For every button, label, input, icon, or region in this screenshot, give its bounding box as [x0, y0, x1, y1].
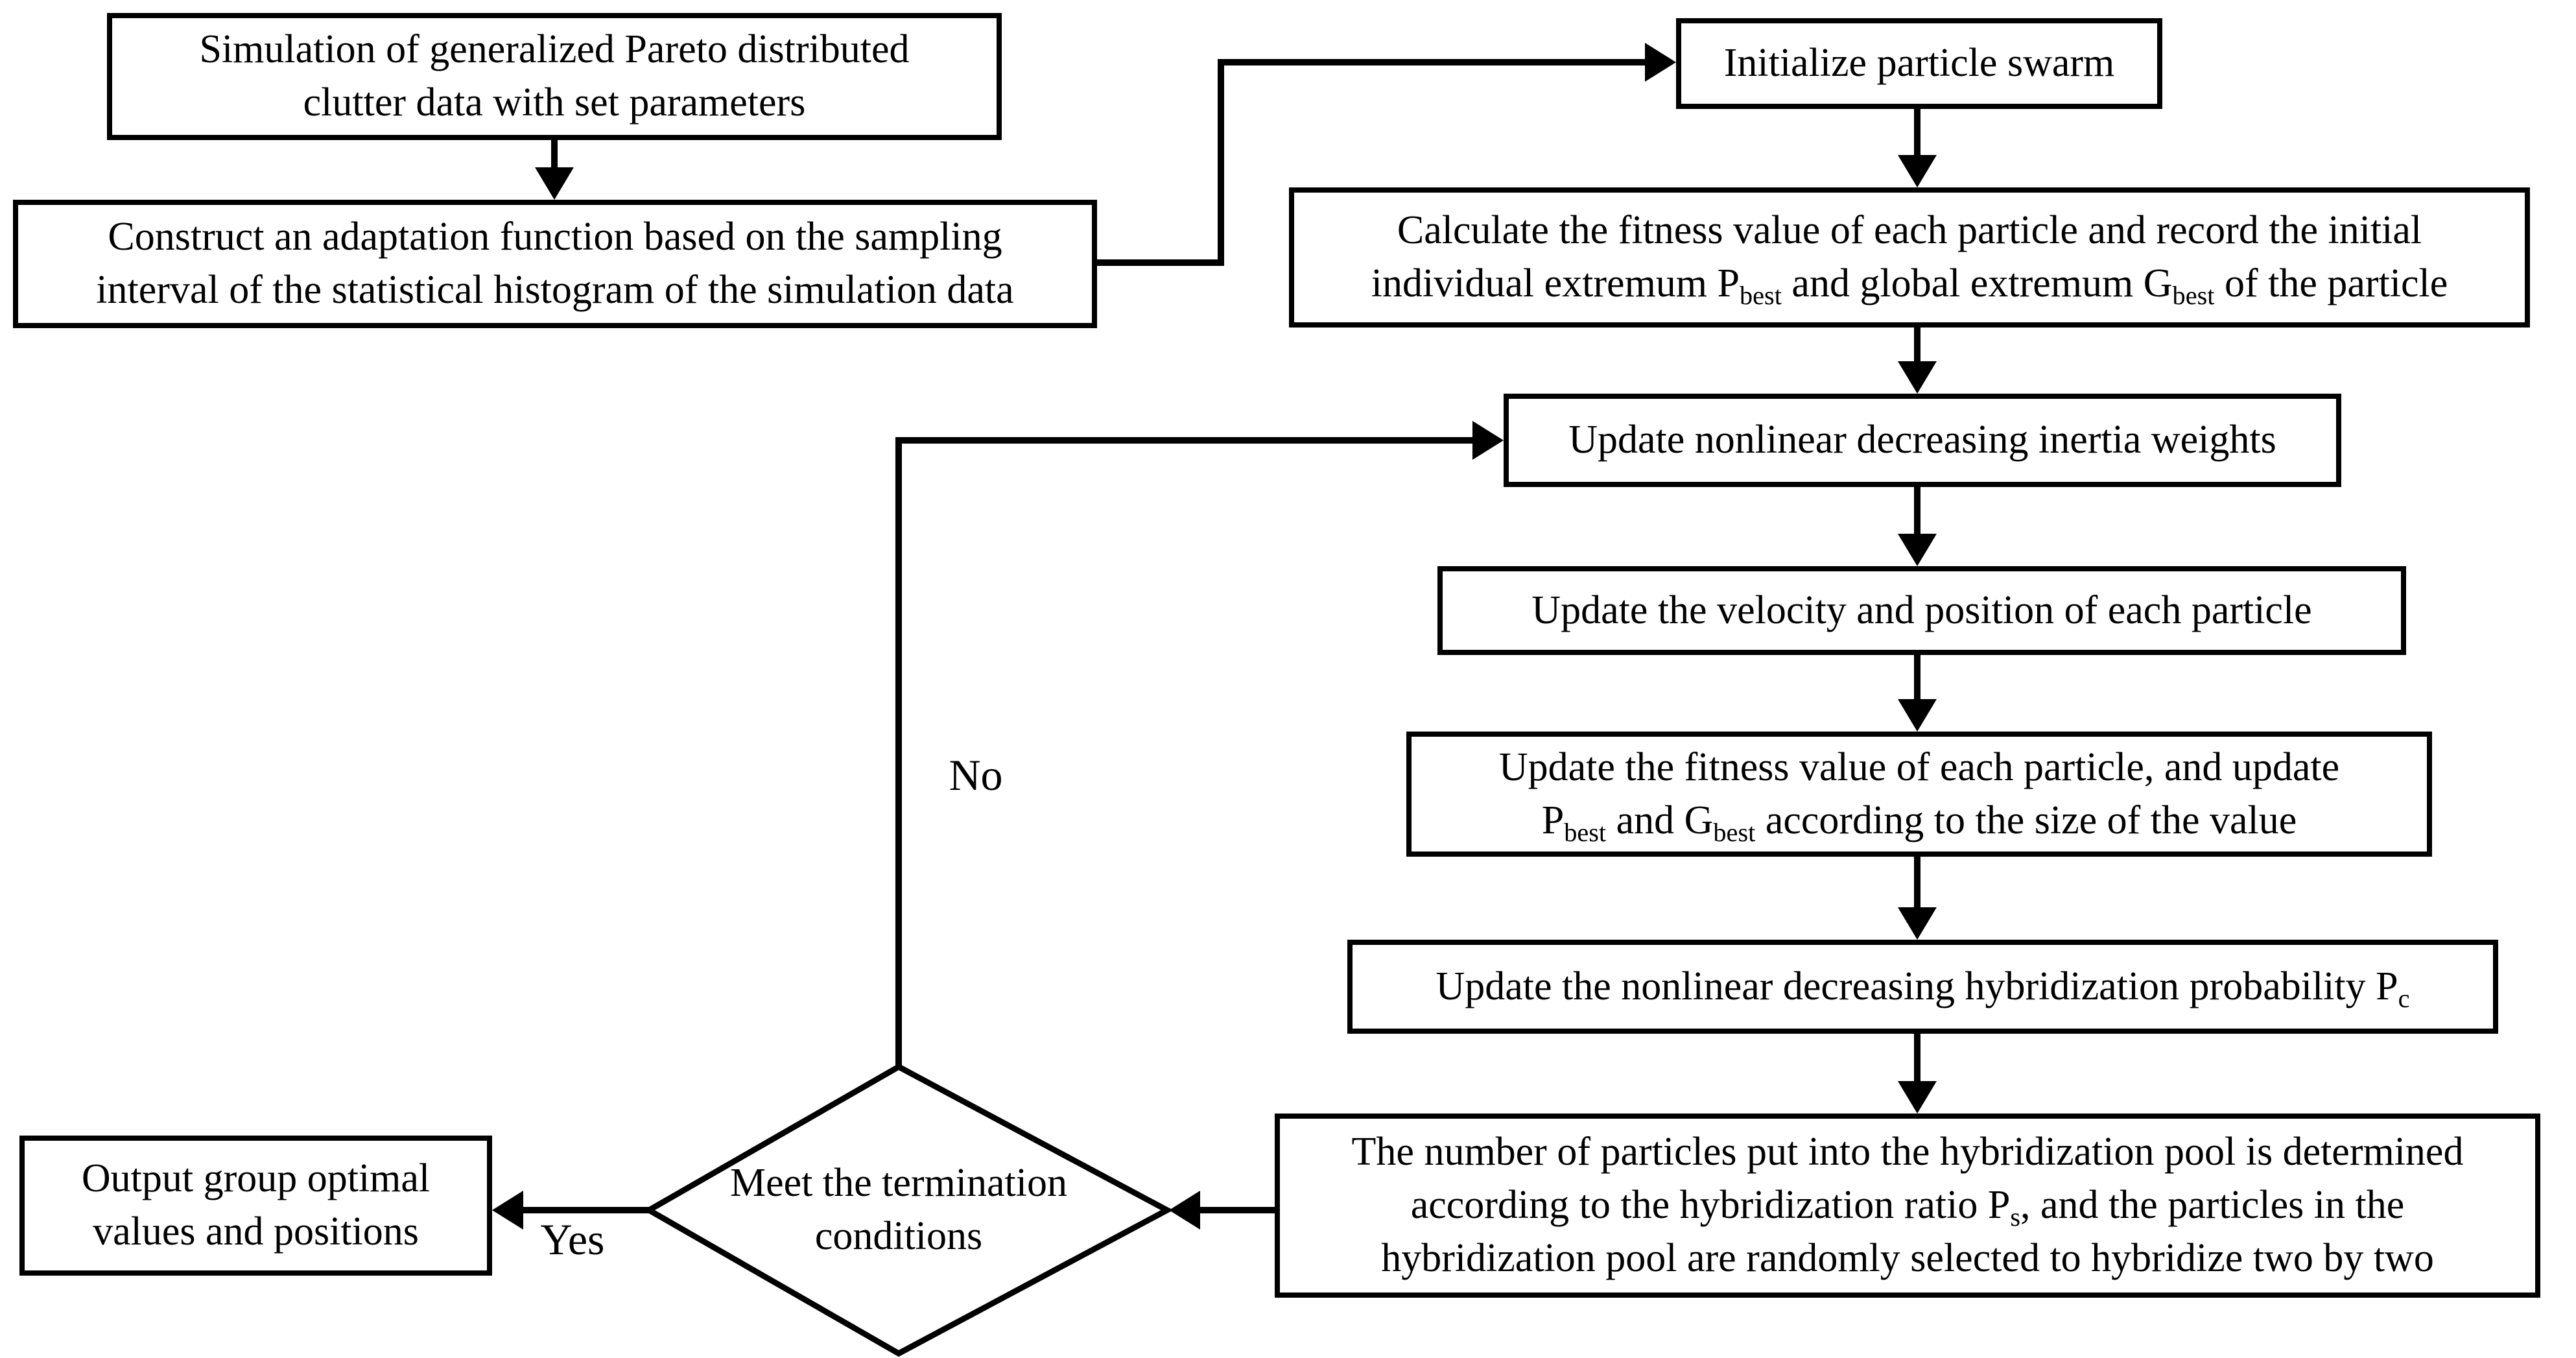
- arrowhead-left-icon: [1169, 1191, 1200, 1230]
- text-line: Pbest and Gbest according to the size of…: [1542, 794, 2297, 848]
- subscript: best: [2172, 281, 2215, 311]
- text-segment: according to the size of the value: [1755, 798, 2297, 842]
- text-line: Initialize particle swarm: [1723, 41, 2115, 86]
- node-update-hybrid-probability: Update the nonlinear decreasing hybridiz…: [1347, 940, 2498, 1034]
- text-line: Update the velocity and position of each…: [1531, 588, 2312, 632]
- arrowhead-down-icon: [1898, 361, 1937, 394]
- text-segment: individual extremum P: [1371, 261, 1740, 305]
- arrowhead-down-icon: [1898, 155, 1937, 187]
- label-yes: Yes: [540, 1215, 605, 1264]
- text-line: The number of particles put into the hyb…: [1351, 1130, 2464, 1174]
- text-segment: , and the particles in the: [2020, 1183, 2405, 1228]
- text-segment: according to the hybridization ratio P: [1410, 1183, 2011, 1228]
- arrowhead-left-icon: [492, 1191, 523, 1230]
- text-segment: of the particle: [2214, 261, 2448, 305]
- arrowhead-down-icon: [1898, 907, 1937, 940]
- node-initialize-swarm: Initialize particle swarm: [1676, 18, 2162, 109]
- text-segment: Update the nonlinear decreasing hybridiz…: [1436, 964, 2398, 1008]
- text-line: Update the nonlinear decreasing hybridiz…: [1436, 960, 2409, 1014]
- subscript: best: [1713, 817, 1756, 847]
- node-simulation: Simulation of generalized Pareto distrib…: [107, 13, 1002, 140]
- subscript: c: [2398, 983, 2410, 1013]
- node-update-inertia: Update nonlinear decreasing inertia weig…: [1504, 394, 2341, 487]
- node-termination-label: Meet the termination conditions: [691, 1132, 1106, 1288]
- text-line: Simulation of generalized Pareto distrib…: [199, 27, 910, 72]
- subscript: best: [1740, 281, 1782, 311]
- text-segment: and G: [1606, 798, 1714, 842]
- edge-no-loop: [895, 437, 1476, 1070]
- arrowhead-down-icon: [1898, 534, 1937, 566]
- text-segment: P: [1541, 798, 1565, 842]
- text-line: Calculate the fitness value of each part…: [1397, 208, 2422, 253]
- text-line: Output group optimal: [81, 1156, 431, 1201]
- label-no: No: [949, 750, 1003, 800]
- arrowhead-down-icon: [1898, 1081, 1937, 1114]
- text-line: Update nonlinear decreasing inertia weig…: [1568, 418, 2276, 462]
- node-termination-diamond: [643, 1063, 1174, 1357]
- text-line: Construct an adaptation function based o…: [108, 215, 1002, 259]
- arrowhead-down-icon: [1898, 699, 1937, 732]
- text-line: interval of the statistical histogram of…: [96, 268, 1014, 312]
- text-line: Meet the termination: [730, 1161, 1067, 1206]
- text-line: conditions: [814, 1214, 983, 1258]
- node-calc-fitness: Calculate the fitness value of each part…: [1289, 187, 2530, 328]
- node-construct-adaptation: Construct an adaptation function based o…: [13, 200, 1097, 328]
- text-line: individual extremum Pbest and global ext…: [1371, 257, 2448, 311]
- arrowhead-right-icon: [1645, 43, 1676, 82]
- node-update-fitness: Update the fitness value of each particl…: [1406, 732, 2432, 857]
- node-output-optimal: Output group optimal values and position…: [19, 1136, 492, 1276]
- node-hybridization-pool: The number of particles put into the hyb…: [1275, 1114, 2540, 1298]
- text-line: values and positions: [93, 1209, 419, 1254]
- arrowhead-down-icon: [535, 167, 574, 200]
- text-line: Update the fitness value of each particl…: [1498, 745, 2340, 789]
- arrowhead-right-icon: [1472, 421, 1504, 460]
- edge-construct-to-initialize: [1097, 59, 1648, 266]
- text-line: according to the hybridization ratio Ps,…: [1411, 1179, 2405, 1232]
- text-segment: and global extremum G: [1781, 261, 2173, 305]
- text-line: clutter data with set parameters: [303, 80, 806, 125]
- subscript: best: [1564, 817, 1607, 847]
- subscript: s: [2010, 1202, 2021, 1232]
- text-line: hybridization pool are randomly selected…: [1381, 1235, 2434, 1280]
- node-update-velocity: Update the velocity and position of each…: [1437, 566, 2406, 655]
